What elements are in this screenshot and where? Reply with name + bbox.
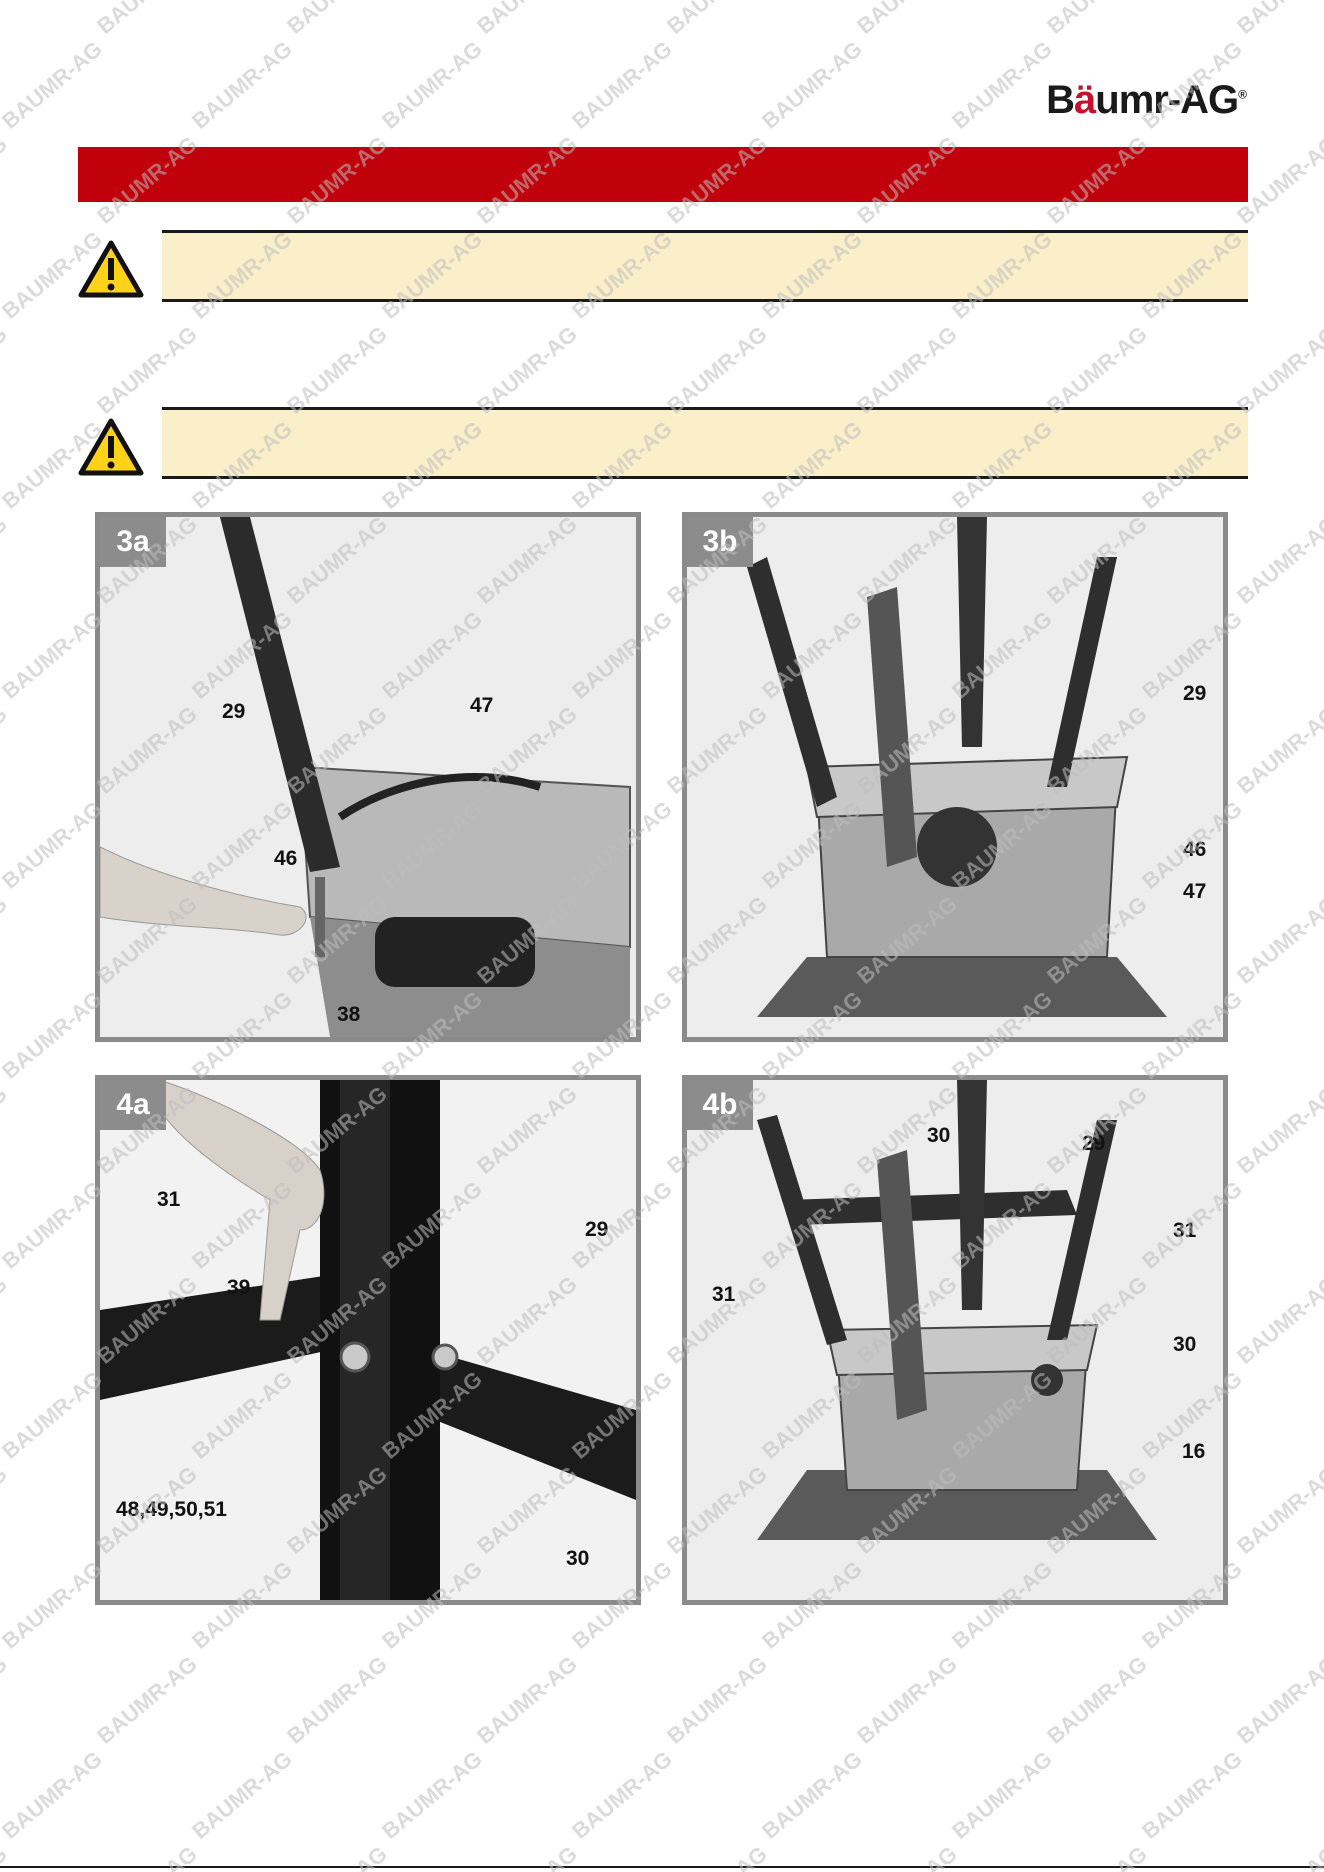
- callout-31: 31: [157, 1188, 181, 1211]
- footer-rule: [0, 1866, 1324, 1868]
- watermark-text: BAUMR-AG: [0, 1651, 12, 1749]
- watermark-text: BAUMR-AG: [852, 1651, 962, 1749]
- callout-47: 47: [1183, 880, 1207, 903]
- watermark-text: BAUMR-AG: [0, 1366, 107, 1464]
- watermark-text: BAUMR-AG: [0, 1176, 107, 1274]
- watermark-text: BAUMR-AG: [472, 321, 582, 419]
- watermark-text: BAUMR-AG: [0, 606, 107, 704]
- watermark-text: BAUMR-AG: [757, 36, 867, 134]
- watermark-text: BAUMR-AG: [1042, 0, 1152, 39]
- watermark-text: BAUMR-AG: [187, 1746, 297, 1844]
- section-header-bar: [78, 147, 1248, 202]
- watermark-text: BAUMR-AG: [1042, 321, 1152, 419]
- callout-29: 29: [1082, 1132, 1106, 1155]
- watermark-text: BAUMR-AG: [852, 321, 962, 419]
- watermark-text: BAUMR-AG: [1232, 1271, 1324, 1369]
- watermark-text: BAUMR-AG: [1232, 1651, 1324, 1749]
- watermark-text: BAUMR-AG: [662, 0, 772, 39]
- callout-46: 46: [274, 847, 298, 870]
- warning-box-1: [162, 230, 1248, 302]
- watermark-text: BAUMR-AG: [282, 1651, 392, 1749]
- watermark-text: BAUMR-AG: [852, 0, 962, 39]
- callout-31: 31: [1173, 1219, 1197, 1242]
- callout-47: 47: [470, 694, 494, 717]
- figure-label: 4a: [100, 1080, 166, 1130]
- watermark-text: BAUMR-AG: [0, 0, 12, 39]
- figure-4b-illustration: [687, 1080, 1223, 1600]
- watermark-text: BAUMR-AG: [662, 321, 772, 419]
- watermark-text: BAUMR-AG: [92, 0, 202, 39]
- warning-triangle-icon: [78, 240, 144, 298]
- watermark-text: BAUMR-AG: [0, 321, 12, 419]
- callout-16: 16: [1182, 1440, 1206, 1463]
- watermark-text: BAUMR-AG: [1042, 1651, 1152, 1749]
- watermark-text: BAUMR-AG: [0, 986, 107, 1084]
- watermark-text: BAUMR-AG: [1232, 321, 1324, 419]
- watermark-text: BAUMR-AG: [1232, 1081, 1324, 1179]
- watermark-text: BAUMR-AG: [0, 891, 12, 989]
- figure-label: 4b: [687, 1080, 753, 1130]
- watermark-text: BAUMR-AG: [567, 1746, 677, 1844]
- watermark-text: BAUMR-AG: [187, 36, 297, 134]
- figure-4a: 4a: [95, 1075, 641, 1605]
- watermark-text: BAUMR-AG: [1232, 511, 1324, 609]
- figure-3a: 3a: [95, 512, 641, 1042]
- callout-29: 29: [1183, 682, 1207, 705]
- callout-29: 29: [585, 1218, 609, 1241]
- watermark-text: BAUMR-AG: [1232, 701, 1324, 799]
- figure-3b-illustration: [687, 517, 1223, 1037]
- callout-39: 39: [227, 1276, 251, 1299]
- brand-logo: Bäumr-AG®: [1046, 78, 1247, 122]
- watermark-text: BAUMR-AG: [92, 321, 202, 419]
- watermark-text: BAUMR-AG: [377, 1746, 487, 1844]
- watermark-text: BAUMR-AG: [282, 0, 392, 39]
- callout-29: 29: [222, 700, 246, 723]
- watermark-text: BAUMR-AG: [1232, 0, 1324, 39]
- figure-label: 3a: [100, 517, 166, 567]
- watermark-text: BAUMR-AG: [0, 1746, 107, 1844]
- callout-30: 30: [1173, 1333, 1197, 1356]
- figure-4b: 4b: [682, 1075, 1228, 1605]
- watermark-text: BAUMR-AG: [947, 36, 1057, 134]
- watermark-text: BAUMR-AG: [0, 1081, 12, 1179]
- watermark-text: BAUMR-AG: [0, 1461, 12, 1559]
- watermark-text: BAUMR-AG: [0, 36, 107, 134]
- watermark-text: BAUMR-AG: [757, 1746, 867, 1844]
- warning-box-2: [162, 407, 1248, 479]
- watermark-text: BAUMR-AG: [567, 36, 677, 134]
- watermark-text: BAUMR-AG: [0, 131, 12, 229]
- figure-3b: 3b: [682, 512, 1228, 1042]
- watermark-text: BAUMR-AG: [947, 1746, 1057, 1844]
- callout-46: 46: [1183, 838, 1207, 861]
- callout-38: 38: [337, 1003, 361, 1026]
- watermark-text: BAUMR-AG: [0, 1271, 12, 1369]
- watermark-text: BAUMR-AG: [1137, 1746, 1247, 1844]
- callout-31: 31: [712, 1283, 736, 1306]
- watermark-text: BAUMR-AG: [0, 796, 107, 894]
- callout-30: 30: [927, 1124, 951, 1147]
- callout-30: 30: [566, 1547, 590, 1570]
- watermark-text: BAUMR-AG: [377, 36, 487, 134]
- watermark-text: BAUMR-AG: [472, 0, 582, 39]
- watermark-text: BAUMR-AG: [0, 1556, 107, 1654]
- watermark-text: BAUMR-AG: [1232, 1461, 1324, 1559]
- watermark-text: BAUMR-AG: [282, 321, 392, 419]
- watermark-text: BAUMR-AG: [92, 1651, 202, 1749]
- warning-triangle-icon: [78, 418, 144, 476]
- callout-48-49-50-51: 48,49,50,51: [116, 1498, 227, 1521]
- figure-label: 3b: [687, 517, 753, 567]
- watermark-text: BAUMR-AG: [472, 1651, 582, 1749]
- watermark-text: BAUMR-AG: [662, 1651, 772, 1749]
- watermark-text: BAUMR-AG: [0, 511, 12, 609]
- figure-3a-illustration: [100, 517, 636, 1037]
- watermark-text: BAUMR-AG: [1232, 891, 1324, 989]
- watermark-text: BAUMR-AG: [0, 701, 12, 799]
- figure-4a-illustration: [100, 1080, 636, 1600]
